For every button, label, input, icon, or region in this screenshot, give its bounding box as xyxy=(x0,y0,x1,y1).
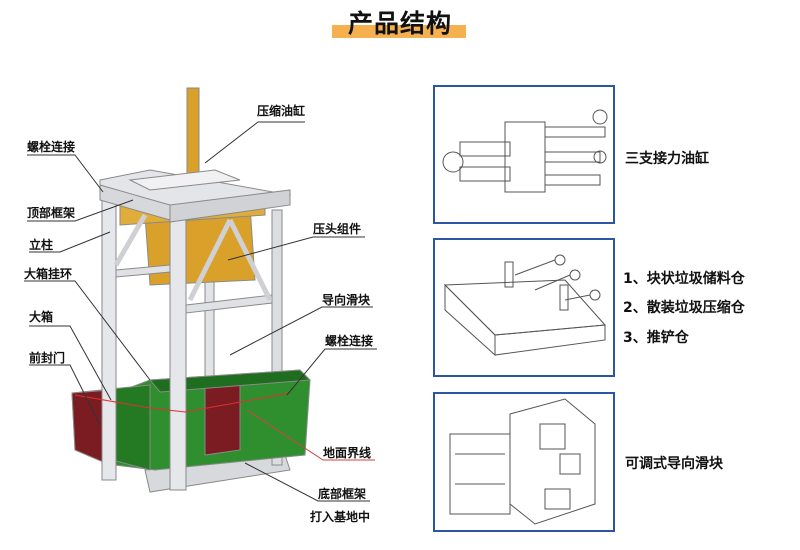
compartment-item-2: 2、散装垃圾压缩仓 xyxy=(623,300,745,316)
label-front-door: 前封门 xyxy=(29,351,66,365)
label-big-box: 大箱 xyxy=(29,310,54,324)
front-pillar xyxy=(169,214,187,491)
label-bolt-connection-right: 螺栓连接 xyxy=(325,334,374,348)
panel-compartments xyxy=(433,238,615,377)
guide-slider-drawing xyxy=(449,398,596,525)
back-pillar xyxy=(271,209,283,466)
panel-guide-slider xyxy=(433,392,615,532)
label-compression-cylinder: 压缩油缸 xyxy=(257,104,306,118)
panel-relay-cylinders xyxy=(433,85,615,224)
leader-lines xyxy=(24,121,377,502)
label-into-foundation: 打入基地中 xyxy=(310,510,371,524)
ground-line xyxy=(74,392,291,413)
label-guide-slider: 导向滑块 xyxy=(322,293,371,307)
page-title: 产品结构 xyxy=(347,9,452,38)
caption-guide-slider: 可调式导向滑块 xyxy=(625,456,723,472)
label-bolt-connection-top: 螺栓连接 xyxy=(27,140,76,154)
compartment-item-3: 3、推铲仓 xyxy=(623,330,689,346)
front-pillar xyxy=(101,189,117,481)
label-ground-line: 地面界线 xyxy=(323,446,372,460)
label-column: 立柱 xyxy=(29,238,54,252)
caption-relay-cylinders: 三支接力油缸 xyxy=(625,151,709,167)
title-highlight xyxy=(332,25,466,38)
label-bottom-frame: 底部框架 xyxy=(318,487,367,501)
compartment-item-1: 1、块状垃圾储料仓 xyxy=(623,271,745,287)
cylinder-assembly-drawing xyxy=(442,109,608,193)
machine-illustration xyxy=(24,87,377,502)
label-top-frame: 顶部框架 xyxy=(27,206,76,220)
label-press-head: 压头组件 xyxy=(313,222,362,236)
compartment-drawing xyxy=(443,254,607,357)
label-box-ring: 大箱挂环 xyxy=(24,267,73,281)
